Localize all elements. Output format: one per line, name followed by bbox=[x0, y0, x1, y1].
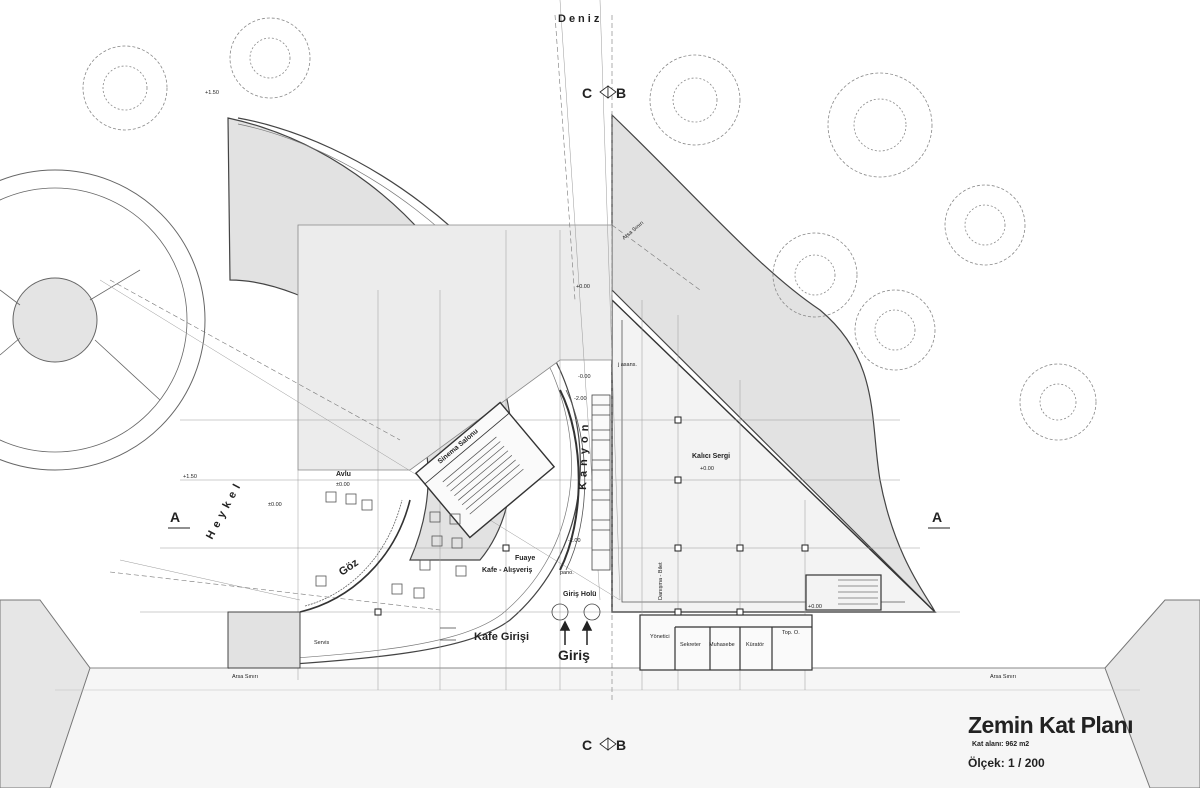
label-section-c-top: C bbox=[582, 85, 592, 101]
label-kafe-alisveris: Kafe - Alışveriş bbox=[482, 567, 532, 574]
label-kurator: Küratör bbox=[746, 642, 764, 648]
label-lvl-minus200-b: -2.00 bbox=[568, 538, 581, 544]
label-lvl-000-left: ±0.00 bbox=[268, 502, 282, 508]
stair-flight bbox=[591, 394, 611, 571]
label-lvl-minus200-a: -2.00 bbox=[574, 396, 587, 402]
label-kalici-sergi: Kalıcı Sergi bbox=[692, 453, 730, 460]
label-lvl-plus150-top: +1.50 bbox=[205, 90, 219, 96]
kanyon-wall-2 bbox=[565, 389, 586, 571]
goz-curve bbox=[299, 499, 411, 613]
label-section-c-bottom: C bbox=[582, 737, 592, 753]
label-giris: Giriş bbox=[558, 647, 590, 663]
roundabout bbox=[0, 169, 206, 471]
label-section-a-right: A bbox=[932, 509, 942, 525]
label-sekreter: Sekreter bbox=[680, 642, 701, 648]
building-mass bbox=[297, 224, 613, 471]
drawing-scale: Ölçek: 1 / 200 bbox=[968, 756, 1045, 770]
road-band bbox=[0, 668, 1200, 788]
curve-inner bbox=[231, 123, 572, 663]
kanyon-wall bbox=[559, 389, 580, 571]
label-kafe-girisi: Kafe Girişi bbox=[474, 631, 529, 643]
label-giris-holu: Giriş Holü bbox=[563, 591, 596, 598]
label-asansor: j asans. bbox=[617, 362, 637, 368]
label-heykel: Heykel bbox=[204, 478, 245, 541]
label-section-a-left: A bbox=[170, 509, 180, 525]
floor-area: Kat alanı: 962 m2 bbox=[972, 741, 1030, 748]
label-deniz: Deniz bbox=[558, 13, 602, 25]
label-danisma: Danışma - Bilet bbox=[658, 562, 664, 600]
door-swings bbox=[440, 603, 601, 641]
office-block bbox=[639, 574, 882, 671]
roof-wedge bbox=[611, 113, 936, 613]
entry-arrows bbox=[559, 620, 593, 645]
label-lvl-000-b: -0.00 bbox=[578, 374, 591, 380]
label-avlu: Avlu bbox=[336, 471, 351, 478]
label-kanyon: Kanyon bbox=[577, 419, 591, 490]
road-wing-left bbox=[0, 599, 91, 788]
columns bbox=[374, 416, 809, 616]
label-kalici-level: +0.00 bbox=[700, 466, 714, 472]
trees bbox=[82, 17, 1097, 441]
label-muhasebe: Muhasebe bbox=[709, 642, 735, 648]
goz-curve-2 bbox=[304, 499, 403, 607]
drawing-title: Zemin Kat Planı bbox=[968, 712, 1134, 738]
cafe-tables bbox=[315, 491, 467, 599]
label-lvl-plus150-left: +1.50 bbox=[183, 474, 197, 480]
label-avlu-level: ±0.00 bbox=[336, 482, 350, 488]
cinema-hall bbox=[414, 401, 556, 539]
label-lvl-000-ramp: +0.00 bbox=[576, 284, 590, 290]
label-servis: Servis bbox=[314, 640, 330, 646]
label-pano: pano. bbox=[560, 570, 574, 576]
road-wing-right bbox=[1104, 599, 1200, 788]
label-goz: Göz bbox=[337, 556, 361, 578]
label-section-b-bottom: B bbox=[616, 737, 626, 753]
section-marker-symbols bbox=[599, 85, 617, 751]
label-fuaye: Fuaye bbox=[515, 555, 535, 562]
label-yonetici: Yönetici bbox=[650, 634, 670, 640]
label-lvl-000-stair: +0.00 bbox=[808, 604, 822, 610]
label-top-o: Top. O. bbox=[782, 630, 800, 636]
label-section-b-top: B bbox=[616, 85, 626, 101]
label-arsa-siniri-left: Arsa Sınırı bbox=[232, 674, 258, 680]
label-arsa-siniri-right: Arsa Sınırı bbox=[990, 674, 1016, 680]
service-wedge bbox=[227, 611, 301, 669]
